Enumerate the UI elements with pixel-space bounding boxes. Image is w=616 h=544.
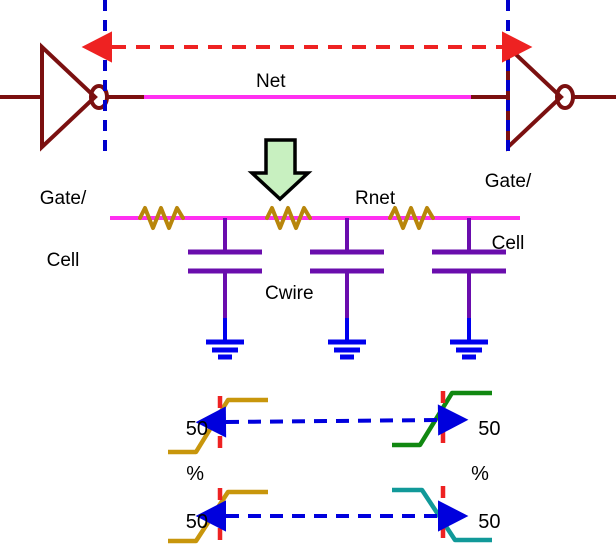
resistor-rnet-3 xyxy=(388,206,435,230)
left-gate-label: Gate/ Cell xyxy=(22,148,104,312)
threshold-label-left-2: 50 % xyxy=(160,489,208,544)
resistor-rnet-1 xyxy=(138,206,185,230)
right-gate-label-line1: Gate/ xyxy=(484,171,532,193)
threshold-value-right-2: 50 xyxy=(478,511,501,534)
capacitor-cwire-2 xyxy=(310,218,384,322)
right-gate-label-line2: Cell xyxy=(491,232,525,254)
resistor-rnet-2 xyxy=(265,206,312,230)
left-gate-label-line2: Cell xyxy=(46,249,80,271)
delay-measure-arrow-1 xyxy=(195,404,469,438)
threshold-unit-right-1: % xyxy=(471,463,489,486)
threshold-label-right-1: 50 % xyxy=(456,396,504,530)
threshold-value-left-1: 50 xyxy=(185,418,208,441)
threshold-label-right-2: 50 % xyxy=(456,489,504,544)
down-arrow-icon xyxy=(247,138,313,202)
capacitor-cwire-3 xyxy=(432,218,506,322)
cwire-label: Cwire xyxy=(265,283,314,304)
net-label: Net xyxy=(256,71,286,92)
ground-symbol-1 xyxy=(206,318,244,360)
rnet-label: Rnet xyxy=(355,188,396,209)
right-gate-label: Gate/ Cell xyxy=(467,131,549,295)
ground-symbol-3 xyxy=(450,318,488,360)
left-gate-label-line1: Gate/ xyxy=(39,188,87,210)
threshold-value-left-2: 50 xyxy=(185,511,208,534)
left-gate-inverter-symbol xyxy=(40,42,109,152)
threshold-value-right-1: 50 xyxy=(478,418,501,441)
ground-symbol-2 xyxy=(328,318,366,360)
threshold-unit-left-1: % xyxy=(186,463,204,486)
capacitor-cwire-1 xyxy=(188,218,262,322)
threshold-label-left-1: 50 % xyxy=(160,396,208,530)
